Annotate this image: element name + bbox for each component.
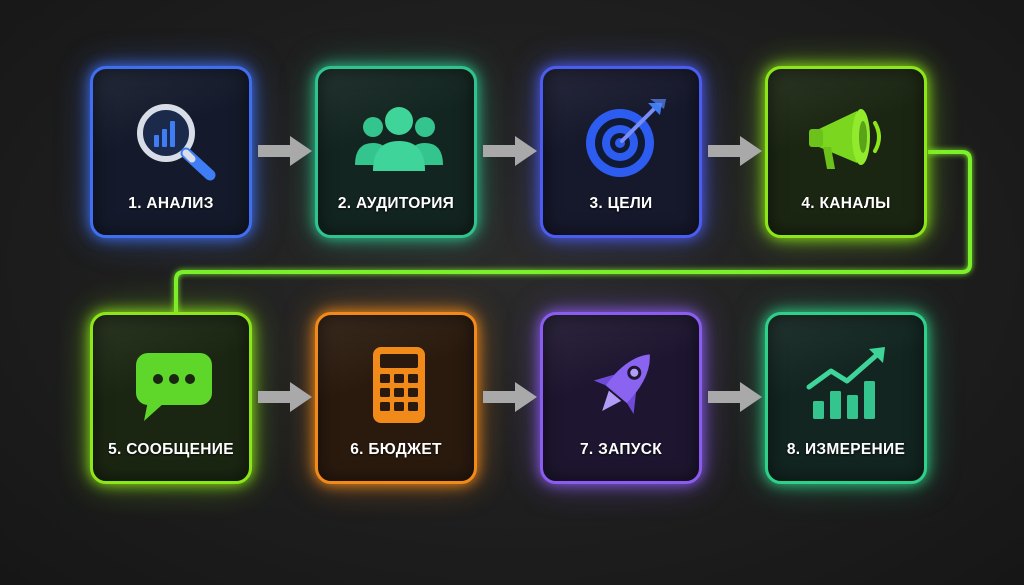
step-label: 3. ЦЕЛИ — [589, 195, 653, 212]
flow-arrow-5-6 — [256, 380, 314, 414]
calculator-icon — [349, 343, 449, 427]
step-label: 6. БЮДЖЕТ — [350, 441, 442, 458]
step-label: 2. АУДИТОРИЯ — [337, 195, 455, 212]
step-card-launch: 7. ЗАПУСК — [540, 312, 702, 484]
people-group-icon — [349, 97, 449, 181]
step-label: 8. ИЗМЕРЕНИЕ — [786, 441, 906, 458]
flow-arrow-2-3 — [481, 134, 539, 168]
step-label: 4. КАНАЛЫ — [801, 195, 891, 212]
step-label: 7. ЗАПУСК — [579, 441, 663, 458]
step-card-analysis: 1. АНАЛИЗ — [90, 66, 252, 238]
flow-arrow-1-2 — [256, 134, 314, 168]
magnifier-chart-icon — [124, 97, 224, 181]
flow-arrow-3-4 — [706, 134, 764, 168]
growth-chart-icon — [799, 343, 899, 427]
step-label: 1. АНАЛИЗ — [128, 195, 214, 212]
step-card-message: 5. СООБЩЕНИЕ — [90, 312, 252, 484]
flow-arrow-6-7 — [481, 380, 539, 414]
target-arrow-icon — [574, 97, 674, 181]
step-card-budget: 6. БЮДЖЕТ — [315, 312, 477, 484]
megaphone-icon — [799, 97, 899, 181]
step-card-measurement: 8. ИЗМЕРЕНИЕ — [765, 312, 927, 484]
rocket-icon — [574, 343, 674, 427]
step-label: 5. СООБЩЕНИЕ — [108, 441, 234, 458]
chat-bubble-icon — [124, 343, 224, 427]
step-card-channels: 4. КАНАЛЫ — [765, 66, 927, 238]
flow-arrow-7-8 — [706, 380, 764, 414]
step-card-audience: 2. АУДИТОРИЯ — [315, 66, 477, 238]
step-card-goals: 3. ЦЕЛИ — [540, 66, 702, 238]
